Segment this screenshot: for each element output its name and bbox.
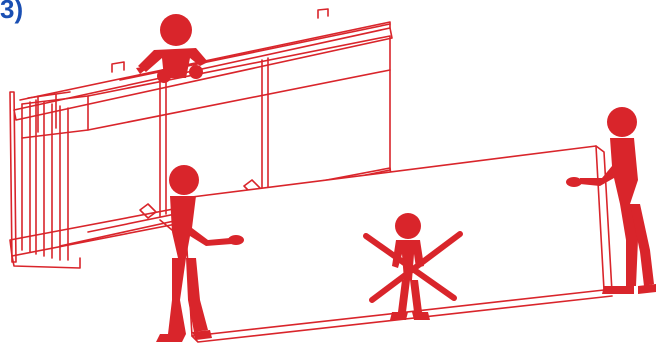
glass-panel-handling-illustration — [0, 0, 656, 347]
